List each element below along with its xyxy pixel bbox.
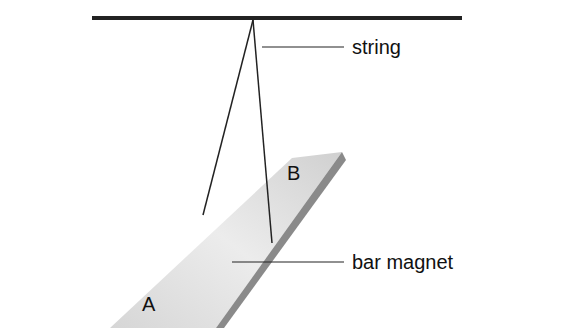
bar-magnet-top	[110, 152, 342, 328]
string-left	[203, 20, 253, 215]
bar-magnet-side	[216, 152, 346, 328]
string-right	[253, 20, 272, 243]
ceiling-support	[92, 16, 462, 20]
end-label: A	[142, 293, 155, 315]
end-label: B	[287, 162, 300, 184]
part-label: string	[352, 36, 401, 58]
leader-line	[262, 46, 344, 47]
part-label: bar magnet	[352, 251, 453, 273]
leader-line	[232, 261, 344, 262]
